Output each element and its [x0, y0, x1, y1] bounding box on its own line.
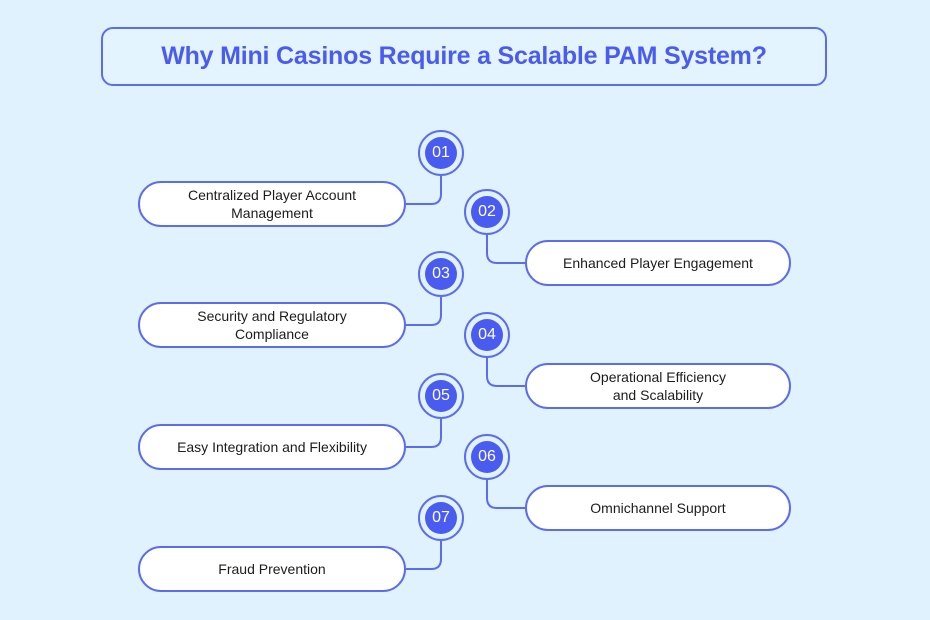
- step-number: 02: [471, 196, 503, 228]
- benefit-label: Enhanced Player Engagement: [525, 240, 791, 286]
- benefit-label: Fraud Prevention: [138, 546, 406, 592]
- title-box: Why Mini Casinos Require a Scalable PAM …: [101, 27, 827, 86]
- step-number: 06: [471, 441, 503, 473]
- benefit-label: Omnichannel Support: [525, 485, 791, 531]
- step-number-badge: 06: [464, 434, 510, 480]
- connector-line: [406, 541, 442, 570]
- step-number-badge: 03: [418, 251, 464, 297]
- step-number: 05: [425, 380, 457, 412]
- step-number-badge: 01: [418, 130, 464, 176]
- connector-line: [406, 297, 442, 326]
- page-title: Why Mini Casinos Require a Scalable PAM …: [161, 42, 767, 70]
- step-number: 03: [425, 258, 457, 290]
- connector-line: [486, 480, 525, 509]
- step-number: 04: [471, 319, 503, 351]
- benefit-label: Security and Regulatory Compliance: [138, 302, 406, 348]
- step-number-badge: 05: [418, 373, 464, 419]
- benefit-label: Operational Efficiency and Scalability: [525, 363, 791, 409]
- benefit-label: Easy Integration and Flexibility: [138, 424, 406, 470]
- connector-line: [486, 235, 525, 264]
- step-number: 01: [425, 137, 457, 169]
- step-number-badge: 02: [464, 189, 510, 235]
- step-number-badge: 04: [464, 312, 510, 358]
- connector-line: [486, 358, 525, 387]
- step-number-badge: 07: [418, 495, 464, 541]
- connector-line: [406, 419, 442, 448]
- step-number: 07: [425, 502, 457, 534]
- benefit-label: Centralized Player Account Management: [138, 181, 406, 227]
- connector-line: [406, 176, 442, 205]
